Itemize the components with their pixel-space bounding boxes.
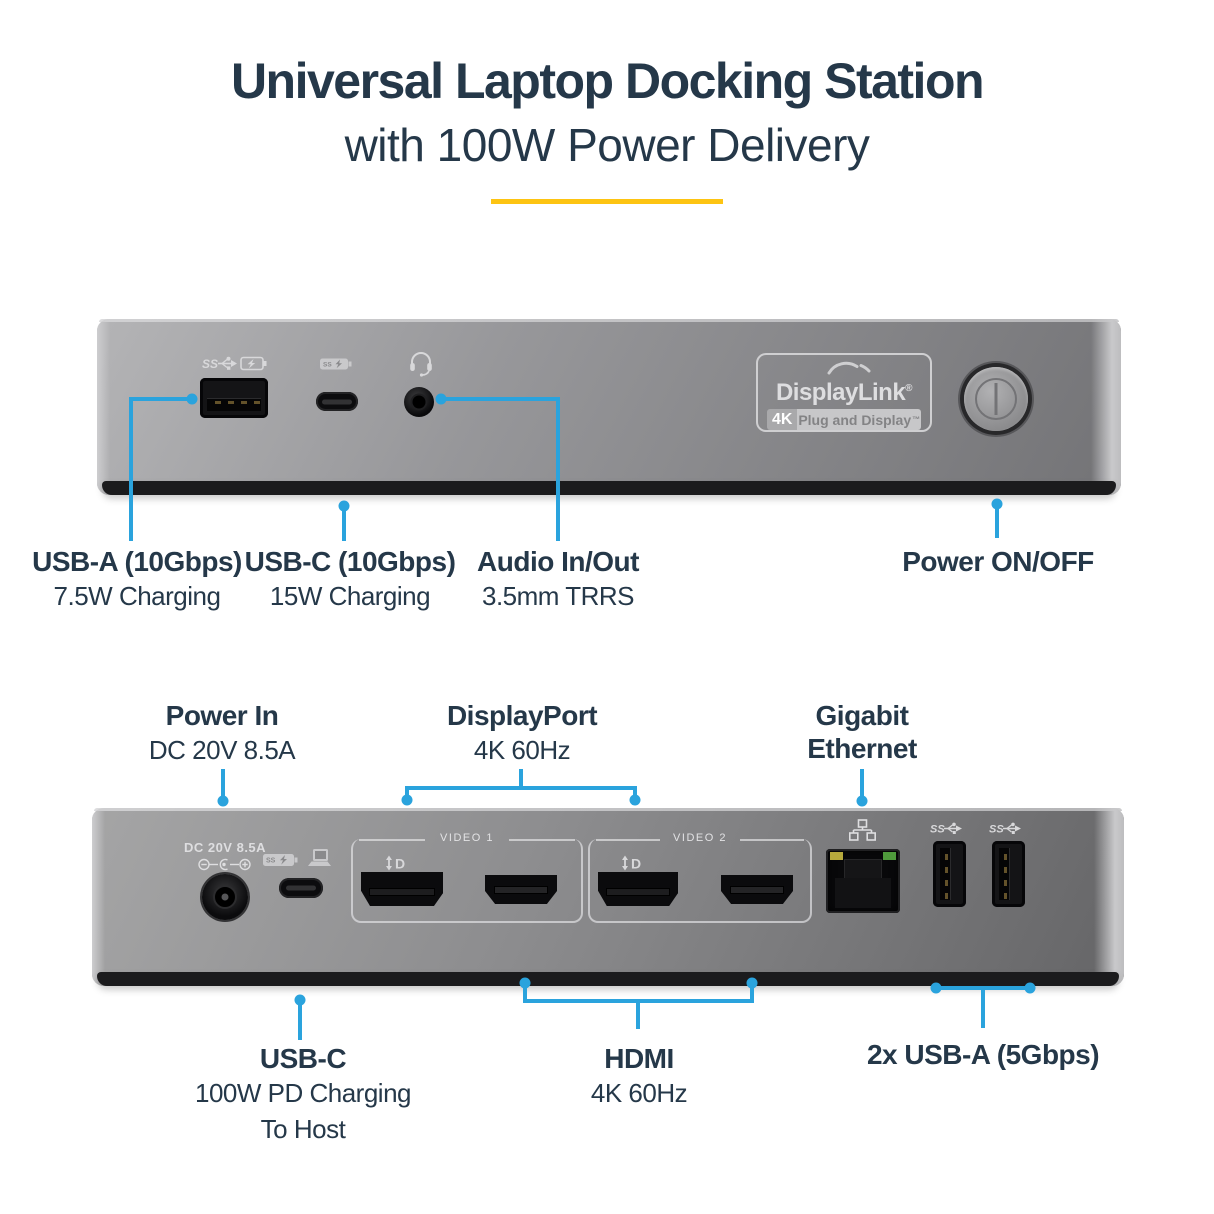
header: Universal Laptop Docking Station with 10… [0,0,1214,172]
dock-right-edge [1094,808,1124,986]
page-subtitle: with 100W Power Delivery [344,119,870,171]
svg-text:SS: SS [266,858,276,865]
usb-a-tongue [207,398,261,411]
callout-dot-usb-a [186,393,198,405]
callout-line-audio [441,397,558,401]
displaylink-wordmark: DisplayLink® [775,379,913,406]
displayport-port-2 [598,872,678,906]
battery-charging-icon: SS [319,356,355,372]
svg-text:D: D [631,856,641,872]
callout-label-gigabit-ethernet: Gigabit Ethernet [807,700,917,764]
dock-base-strip [97,972,1119,986]
ethernet-led-green [883,852,896,860]
dc-power-jack [202,874,248,920]
dock-front-panel: SS [97,319,1121,495]
callout-line-power-in [221,769,225,802]
dock-right-edge [1091,319,1121,495]
polarity-icon [197,857,253,872]
callout-label-usb-c: USB-C (10Gbps) 15W Charging [244,546,456,611]
page-title: Universal Laptop Docking Station [230,53,985,109]
dc-rating-label: DC 20V 8.5A [183,840,267,855]
callout-dot-ethernet [856,795,868,807]
callout-line-usb-a-v [129,397,133,541]
callout-line-power [995,504,999,538]
audio-jack-port [404,387,434,417]
ethernet-port [826,849,900,913]
callout-label-hdmi: HDMI 4K 60Hz [590,1043,688,1108]
callout-line-audio-v [556,397,560,541]
callout-line-dp-stem [519,769,523,788]
callout-bracket-dp [405,786,637,790]
video1-group: VIDEO 1 [351,832,583,923]
usb-a-port [200,378,268,418]
callout-dot-power-in [217,795,229,807]
callout-line-usb-a-stem [981,986,985,1028]
usb-ss-battery-icon: SS [202,355,268,372]
callout-label-audio: Audio In/Out 3.5mm TRRS [477,546,639,611]
ethernet-connector-tab [845,860,881,878]
usb-a-port-1 [933,841,966,907]
headset-icon [408,350,434,377]
callout-dot-dp2 [629,794,641,806]
dock-base-strip [102,481,1116,495]
usb-a-port-2 [992,841,1025,907]
displaylink-4k-badge: 4K [767,409,798,430]
laptop-icon [306,848,333,869]
usb-c-host-port [279,878,323,898]
svg-text:SS: SS [323,362,332,369]
power-icon [975,378,1017,420]
dock-back-panel: DC 20V 8.5A [92,808,1124,986]
video2-label: VIDEO 2 [673,832,727,844]
ethernet-icon [849,819,876,842]
svg-text:SS: SS [930,824,945,836]
callout-label-power-in: Power In DC 20V 8.5A [148,700,296,765]
callout-dot-dp1 [401,794,413,806]
callout-dot-usb-a2 [1024,982,1036,994]
dock-left-edge [97,319,110,495]
ethernet-led-yellow [830,852,843,860]
callout-line-ethernet [860,769,864,802]
usb-ss-icon: SS [930,821,970,836]
callout-line-hdmi-stem [636,999,640,1029]
displayport-icon: D [384,855,414,871]
callout-line-usb-c [342,506,346,541]
video2-group: VIDEO 2 [588,832,812,923]
displayport-port-1 [361,872,443,906]
power-button [964,367,1028,431]
callout-label-usb-a: USB-A (10Gbps) 7.5W Charging [32,546,242,611]
battery-charging-icon: SS [262,851,302,868]
callout-line-usb-c-host [298,1000,302,1040]
svg-text:SS: SS [989,824,1004,836]
callout-label-power: Power ON/OFF [902,546,1094,577]
svg-text:SS: SS [202,357,218,371]
callout-label-usb-a-pair: 2x USB-A (5Gbps) [866,1039,1100,1070]
title-underline-accent [491,199,723,204]
dock-left-edge [92,808,105,986]
video1-label: VIDEO 1 [440,832,494,844]
callout-line-usb-a [131,397,192,401]
hdmi-port-2 [721,875,793,904]
usb-ss-icon: SS [989,821,1029,836]
svg-text:D: D [395,856,405,872]
callout-label-displayport: DisplayPort 4K 60Hz [446,700,598,765]
displayport-icon: D [620,855,650,871]
usb-c-port [316,392,358,411]
callout-label-usb-c-host: USB-C 100W PD Charging To Host [195,1043,412,1144]
displaylink-arc-icon [826,358,872,380]
hdmi-port-1 [485,875,557,904]
